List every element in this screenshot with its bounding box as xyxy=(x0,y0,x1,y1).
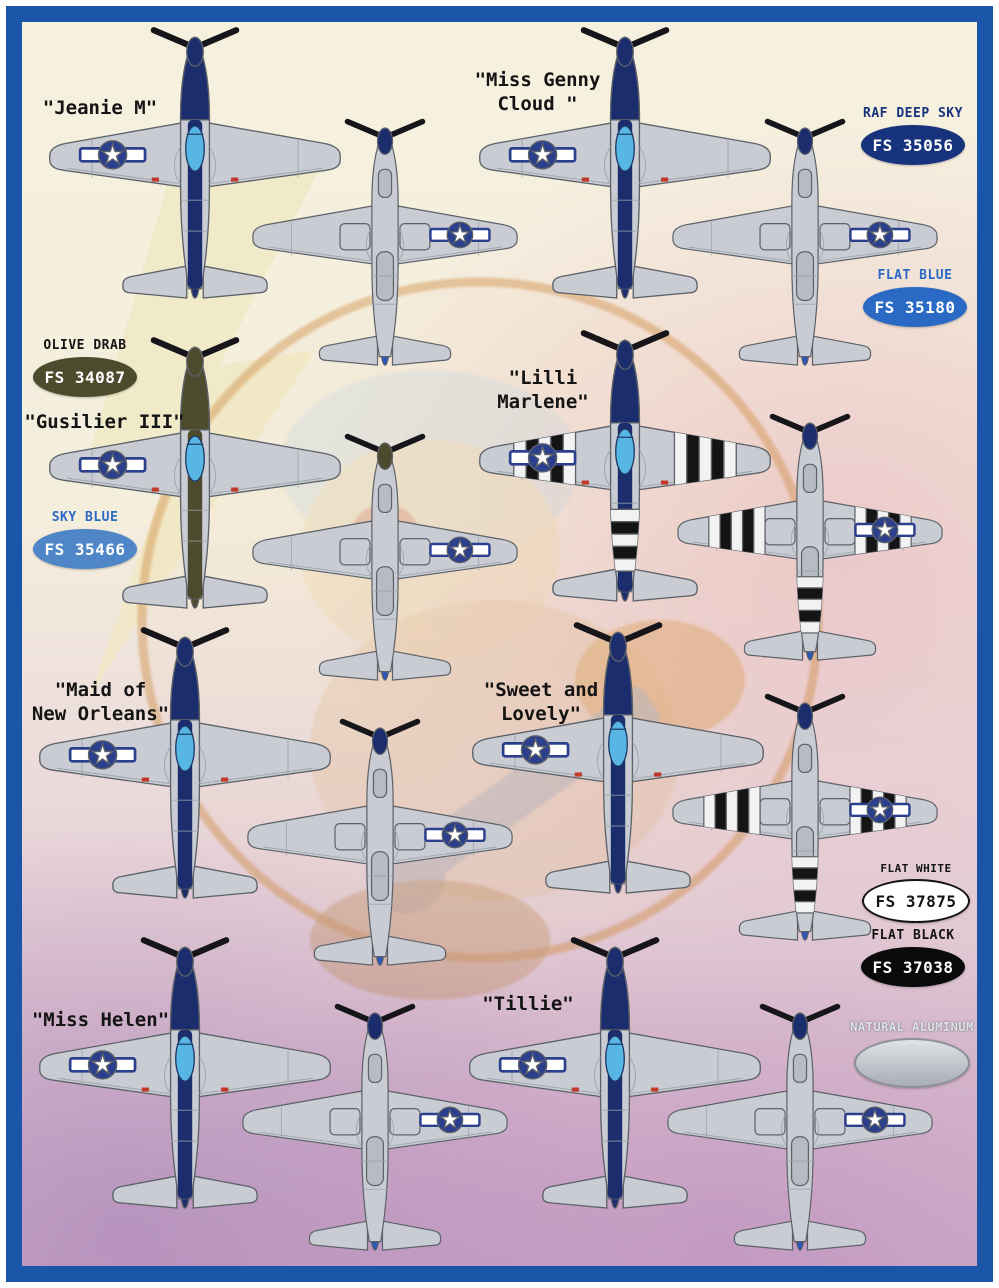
fs-code: FS 35056 xyxy=(872,135,954,155)
swatch-color-oval: FS 37038 xyxy=(861,947,965,987)
aircraft-name-line: "Sweet and xyxy=(483,679,599,701)
swatch-label: NATURAL ALUMINUM xyxy=(850,1020,974,1034)
aircraft-name-line: Lovely" xyxy=(500,703,582,725)
swatch-color-oval: FS 37875 xyxy=(862,879,970,923)
aircraft-name-maid-of-new-orleans: "Maid of New Orleans" xyxy=(18,678,183,726)
paint-swatch-natural-aluminum: NATURAL ALUMINUM xyxy=(842,1020,982,1088)
aircraft-name-line: "Maid of xyxy=(54,679,147,701)
fs-code: FS 34087 xyxy=(44,367,126,387)
swatch-label: RAF DEEP SKY xyxy=(863,106,963,121)
swatch-label: OLIVE DRAB xyxy=(43,338,127,353)
swatch-label: FLAT WHITE xyxy=(880,862,952,875)
aircraft-name-line: "Miss Genny xyxy=(474,69,601,91)
swatch-color-oval: FS 35056 xyxy=(861,125,965,165)
swatch-color-oval xyxy=(854,1038,970,1088)
aircraft-name-lilli-marlene: "Lilli Marlene" xyxy=(478,366,608,414)
aircraft-name-sweet-and-lovely: "Sweet and Lovely" xyxy=(466,678,616,726)
aircraft-name-miss-genny-cloud: "Miss Genny Cloud " xyxy=(450,68,625,116)
swatch-label: SKY BLUE xyxy=(51,510,119,525)
fs-code: FS 37038 xyxy=(872,957,954,977)
aircraft-name-gusilier-iii: "Gusilier III" xyxy=(12,410,197,434)
swatch-color-oval: FS 35466 xyxy=(33,529,137,569)
aircraft-name-line: "Miss Helen" xyxy=(31,1009,170,1031)
aircraft-name-line: "Jeanie M" xyxy=(42,97,158,119)
aircraft-name-line: Cloud " xyxy=(497,93,578,115)
fs-code: FS 37875 xyxy=(875,891,957,911)
swatch-label: FLAT BLACK xyxy=(871,928,955,943)
swatch-label: FLAT BLUE xyxy=(877,268,953,283)
fs-code: FS 35180 xyxy=(874,297,956,317)
aircraft-name-line: "Lilli xyxy=(508,367,578,389)
paint-swatch-sky-blue: SKY BLUE FS 35466 xyxy=(25,510,145,569)
fs-code: FS 35466 xyxy=(44,539,126,559)
paint-swatch-flat-blue: FLAT BLUE FS 35180 xyxy=(855,268,975,327)
aircraft-name-jeanie-m: "Jeanie M" xyxy=(20,96,180,120)
aircraft-name-miss-helen: "Miss Helen" xyxy=(18,1008,183,1032)
aircraft-name-line: Marlene" xyxy=(497,391,589,413)
aircraft-name-line: "Tillie" xyxy=(482,993,574,1015)
swatch-color-oval: FS 35180 xyxy=(863,287,967,327)
aircraft-name-line: "Gusilier III" xyxy=(24,411,185,433)
paint-swatch-flat-black: FLAT BLACK FS 37038 xyxy=(853,928,973,987)
paint-swatch-flat-white: FLAT WHITE FS 37875 xyxy=(856,862,976,923)
swatch-color-oval: FS 34087 xyxy=(33,357,137,397)
paint-swatch-raf-deep-sky: RAF DEEP SKY FS 35056 xyxy=(853,106,973,165)
aircraft-name-line: New Orleans" xyxy=(31,703,170,725)
paint-swatch-olive-drab: OLIVE DRAB FS 34087 xyxy=(25,338,145,397)
aircraft-name-tillie: "Tillie" xyxy=(468,992,588,1016)
